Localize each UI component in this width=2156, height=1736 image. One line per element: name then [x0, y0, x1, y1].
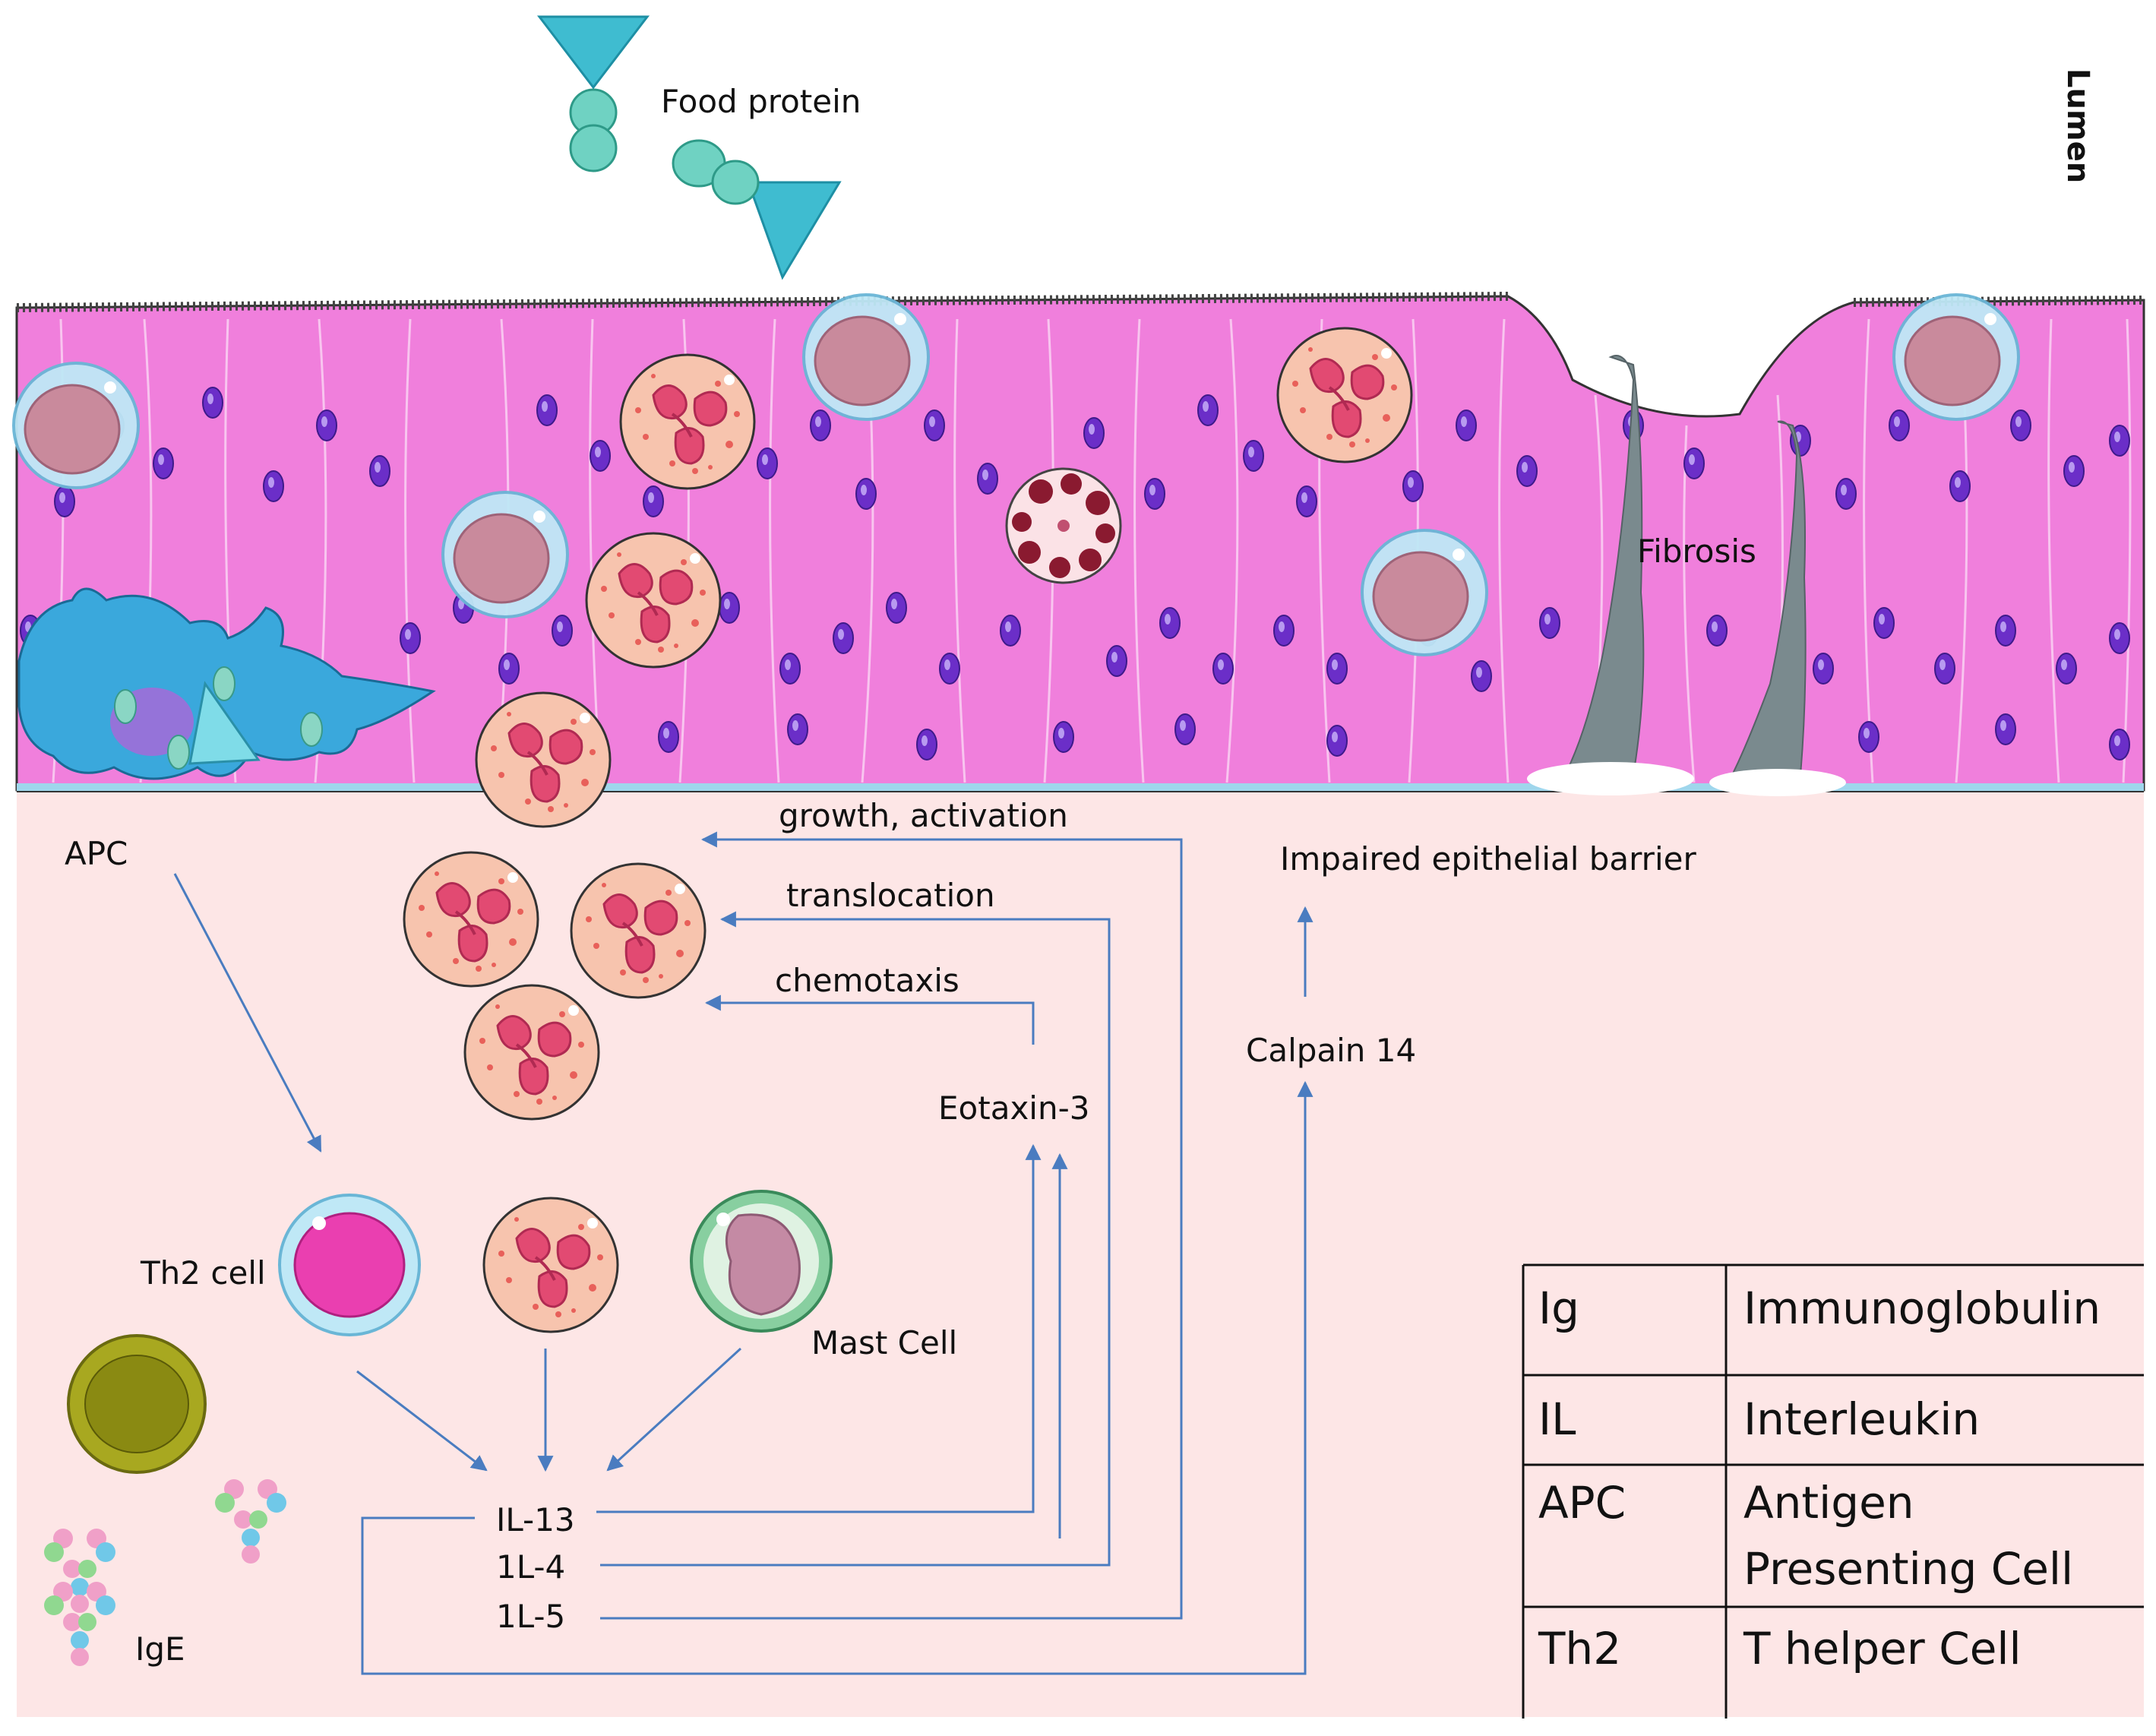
abbreviation-table: Ig Immunoglobulin IL Interleukin APC Ant…	[1522, 1263, 2144, 1719]
legend-abbr-th2: Th2	[1538, 1623, 1621, 1674]
ige-label: IgE	[135, 1630, 185, 1668]
legend-term-apc-line1: Antigen	[1743, 1477, 1914, 1529]
translocation-label: translocation	[786, 877, 995, 914]
legend-term-il: Interleukin	[1743, 1393, 1980, 1445]
legend-abbr-ig: Ig	[1538, 1282, 1579, 1334]
food-protein-label: Food protein	[661, 83, 861, 120]
il5-label: 1L-5	[496, 1598, 565, 1635]
growth-activation-label: growth, activation	[779, 797, 1068, 834]
mast-cell-label: Mast Cell	[811, 1324, 957, 1361]
fibrosis-label: Fibrosis	[1637, 533, 1756, 570]
food-protein-molecules	[536, 15, 842, 280]
impaired-barrier-label: Impaired epithelial barrier	[1280, 840, 1696, 877]
eotaxin3-label: Eotaxin-3	[938, 1089, 1089, 1127]
fibrosis-streaks	[1527, 355, 1846, 796]
mast-cell	[690, 1190, 833, 1333]
th2-cell	[278, 1194, 421, 1336]
apc-dendritic-cell	[17, 587, 436, 780]
il4-label: 1L-4	[496, 1548, 565, 1586]
calpain14-label: Calpain 14	[1246, 1032, 1416, 1069]
lumen-label: Lumen	[2060, 68, 2095, 183]
legend-abbr-il: IL	[1538, 1393, 1576, 1445]
th2-cell-label: Th2 cell	[140, 1254, 266, 1292]
legend-term-th2: T helper Cell	[1743, 1623, 2022, 1674]
il13-label: IL-13	[496, 1501, 575, 1538]
legend-abbr-apc: APC	[1538, 1477, 1626, 1529]
pathway-arrows	[173, 831, 1314, 1675]
b-cell	[67, 1334, 207, 1474]
legend-term-apc-line2: Presenting Cell	[1743, 1543, 2073, 1595]
apc-label: APC	[65, 835, 128, 872]
legend-term-ig: Immunoglobulin	[1743, 1282, 2101, 1334]
chemotaxis-label: chemotaxis	[775, 962, 959, 999]
degranulated-eosinophil	[1005, 467, 1122, 584]
